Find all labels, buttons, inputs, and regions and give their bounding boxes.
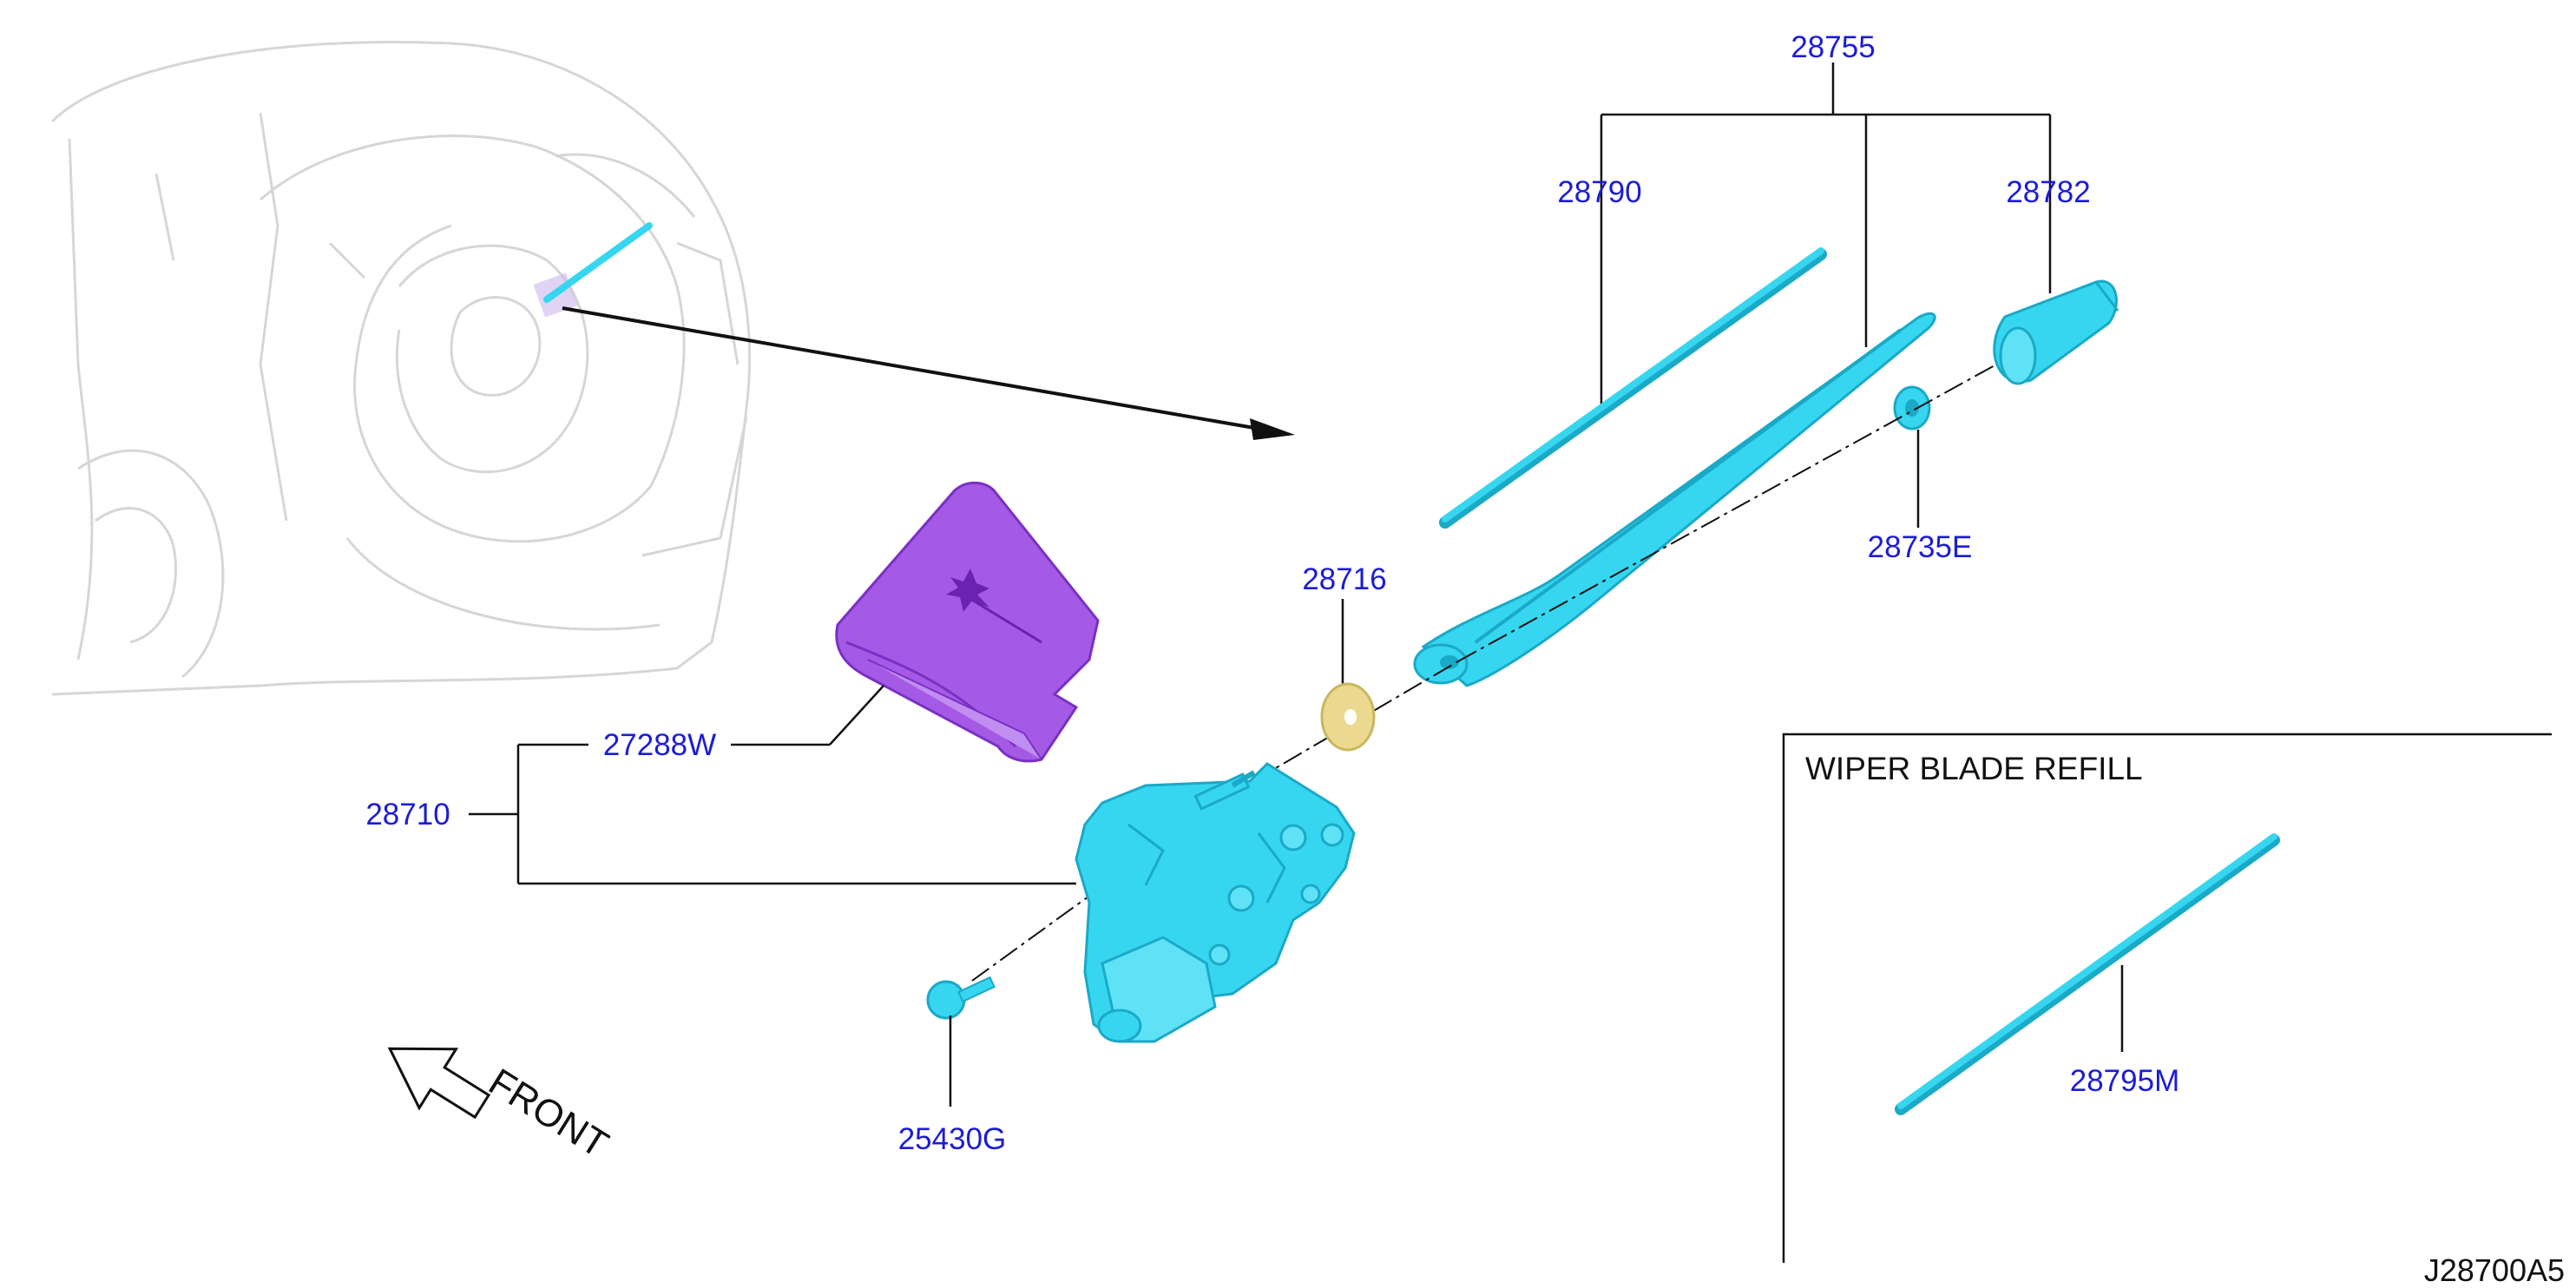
callout-28790: 28790 [1557,175,1641,209]
vehicle-wiper-highlight [533,222,653,318]
callout-25430g: 25430G [898,1122,1007,1156]
wiper-motor-part [1074,762,1356,1043]
callout-28735e: 28735E [1868,530,1973,564]
hollow-arrow-icon [387,1047,491,1120]
callout-27288w: 27288W [603,728,716,762]
callout-labels: 28755 28790 28782 28735E 28716 27288W 28… [365,30,2179,1156]
wiper-cap-part [1993,279,2119,385]
motor-cover-part [835,481,1100,763]
diagram-code: J28700A5 [2424,1252,2565,1288]
refill-box [1782,733,2552,1263]
motor-bracket-lines [469,685,1076,885]
vehicle-rear-illustration [50,41,752,696]
refill-box-title: WIPER BLADE REFILL [1805,751,2143,786]
wiper-arm-part [1413,312,1936,687]
callout-28782: 28782 [2006,175,2090,209]
callout-28795m: 28795M [2070,1064,2179,1098]
locator-arrow [562,306,1295,440]
washer-part [1320,599,1376,752]
assembly-bracket-lines [1600,62,2052,410]
callout-28710: 28710 [365,798,450,831]
wiper-blade-part [1439,247,1827,529]
callout-28716: 28716 [1302,562,1386,596]
bolt-part [926,976,996,1107]
callout-28755: 28755 [1791,30,1875,64]
front-label: FRONT [482,1061,615,1166]
nut-part [1893,385,1931,528]
